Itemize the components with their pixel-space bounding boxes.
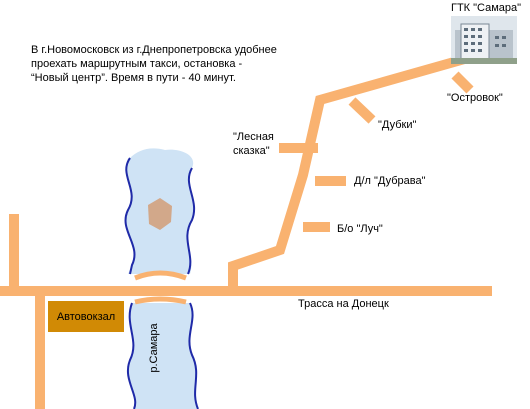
- bridge-lower-arc: [134, 296, 187, 305]
- label-highway: Трасса на Донецк: [298, 298, 389, 310]
- route-description: В г.Новомосковск из г.Днепропетровска уд…: [31, 44, 277, 84]
- label-dubki: "Дубки": [378, 119, 417, 131]
- river-label: р.Самара: [148, 323, 160, 373]
- island: [148, 198, 172, 230]
- label-ostrovok: "Островок": [447, 92, 503, 104]
- bus-station: Автовокзал: [48, 301, 124, 332]
- road-ostrovok: [451, 71, 474, 94]
- river-upper-left-shore: [124, 157, 136, 275]
- label-dubrava: Д/л "Дубрава": [354, 175, 426, 187]
- river-lower-left-shore: [127, 302, 137, 409]
- river-upper-right-shore: [186, 167, 196, 275]
- road-dubki: [348, 97, 376, 124]
- river-lower-right-shore: [188, 302, 199, 409]
- label-lesnaya-skazka-line1: "Лесная: [233, 131, 274, 143]
- river-lower: [127, 303, 198, 409]
- label-lesnaya-skazka-line2: сказка": [233, 145, 270, 157]
- hotel-building-icon: [451, 16, 517, 64]
- bridge-upper-arc: [134, 270, 187, 281]
- label-luch: Б/о "Луч": [337, 223, 383, 235]
- hotel-label: ГТК "Самара": [451, 2, 522, 14]
